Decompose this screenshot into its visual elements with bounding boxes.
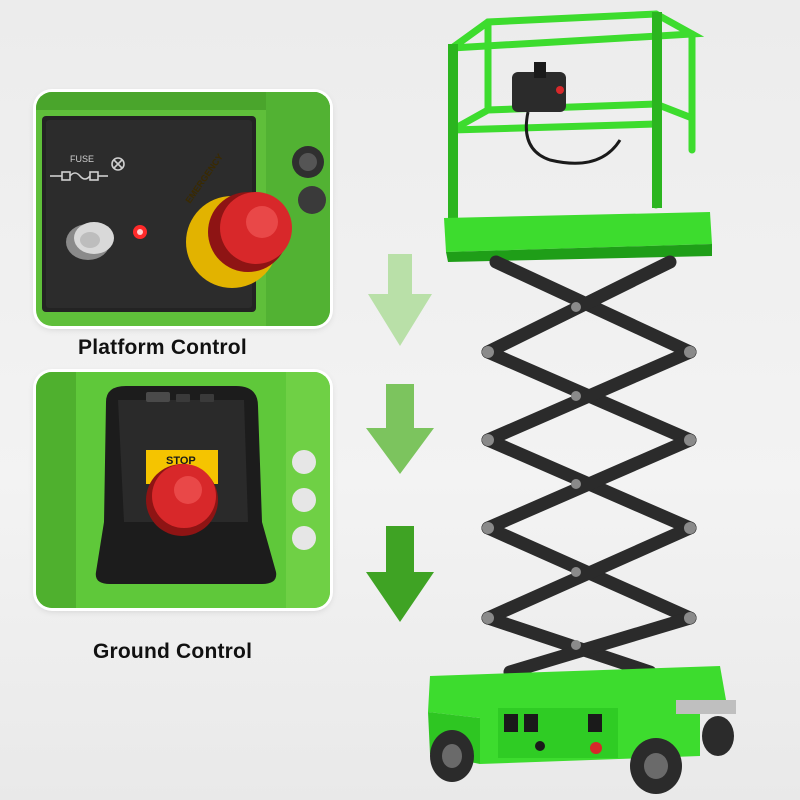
fuse-icon: [50, 157, 125, 181]
stop-label: STOP: [166, 455, 196, 467]
base-chassis: [428, 666, 736, 764]
down-arrows: [366, 254, 434, 622]
down-arrow-icon: [366, 384, 434, 474]
down-arrow-icon: [368, 254, 432, 346]
platform-controller: [512, 62, 622, 165]
wheels: [430, 716, 734, 794]
platform-control-illustration: FUSE EMERGENCY: [36, 92, 330, 326]
ground-control-caption: Ground Control: [93, 640, 253, 663]
ground-control-photo: STOP: [36, 372, 330, 608]
ground-control-illustration: STOP: [36, 372, 330, 608]
down-arrow-icon: [366, 526, 434, 622]
fuse-label: FUSE: [70, 154, 94, 164]
emergency-stop-button: [186, 192, 292, 288]
ground-stop-button: [146, 450, 218, 536]
scissor-lift-illustration: [428, 10, 736, 794]
key-switch: [66, 222, 114, 260]
platform-control-caption: Platform Control: [78, 336, 247, 359]
scissor-arms: [481, 255, 697, 679]
platform-control-photo: FUSE EMERGENCY: [36, 92, 330, 326]
